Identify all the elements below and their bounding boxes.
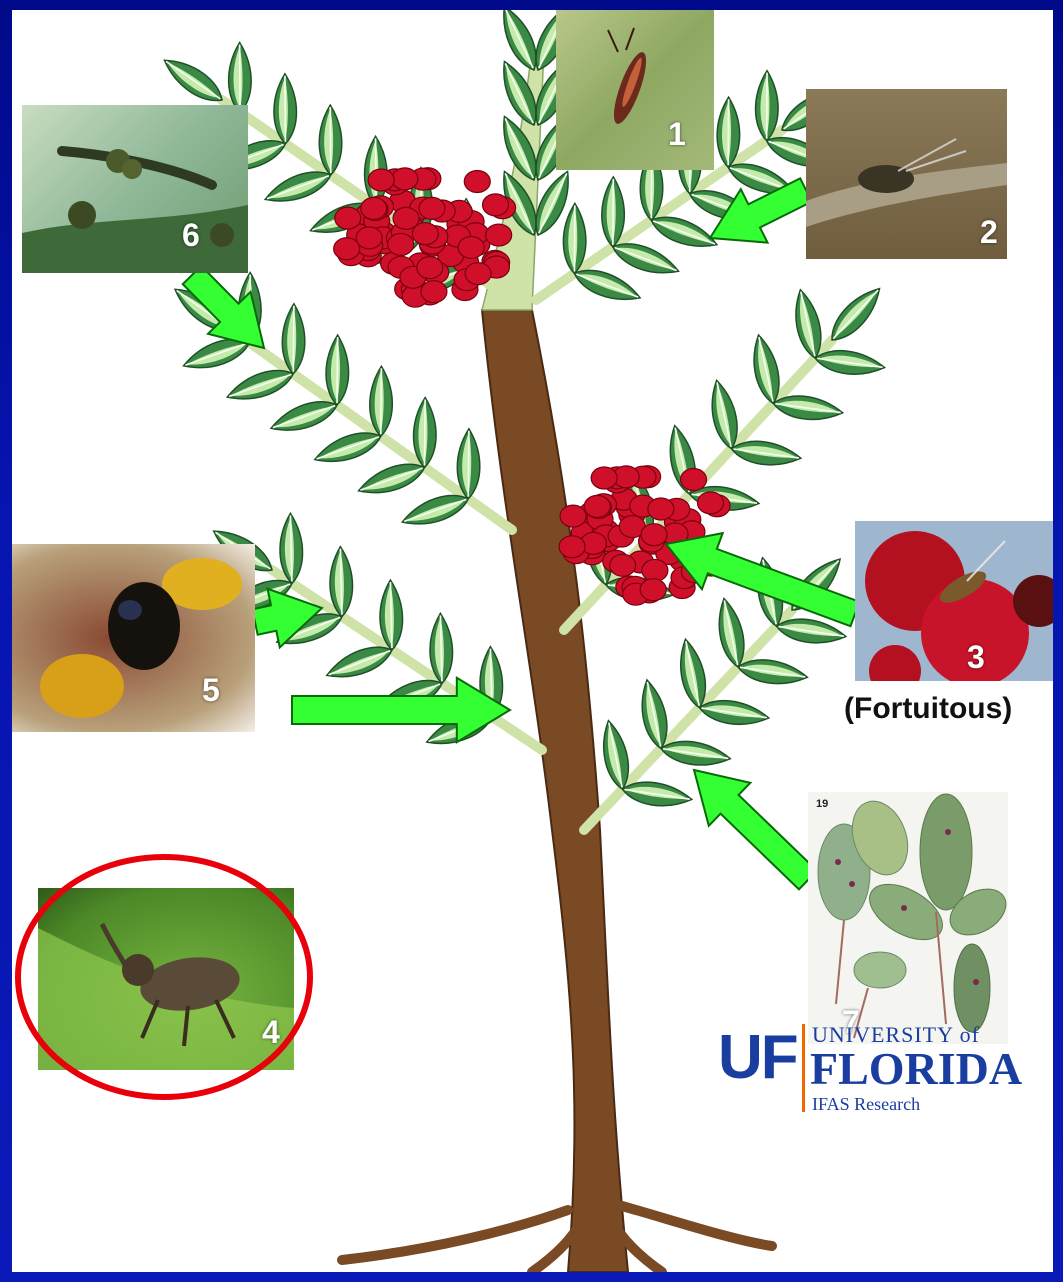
arrow-shape: [673, 748, 829, 901]
berry: [698, 492, 724, 514]
roots: [342, 1206, 772, 1272]
berry: [393, 207, 419, 229]
berry: [465, 263, 491, 285]
berry: [464, 171, 490, 193]
leaf: [413, 397, 436, 467]
photo-label: 3: [967, 639, 985, 676]
photo-label: 2: [980, 214, 998, 251]
photo-7-tag: 19: [816, 798, 828, 810]
berry: [388, 233, 414, 255]
berry: [334, 238, 360, 260]
berry: [610, 554, 636, 576]
photo-label: 5: [202, 672, 220, 709]
berry: [392, 168, 418, 190]
leaf: [824, 281, 888, 348]
insect-2-icon: [806, 89, 1007, 259]
photo-1-insect: 1: [556, 10, 714, 170]
highlight-circle: [12, 845, 342, 1115]
berry: [419, 197, 445, 219]
insect-1-icon: [556, 10, 714, 170]
arrow-7: [673, 748, 829, 901]
photo-label: 6: [182, 217, 200, 254]
berry: [458, 236, 484, 258]
photo-5-beetle: 5: [12, 544, 255, 732]
root-left: [342, 1210, 568, 1260]
leaf: [369, 366, 392, 436]
uf-ifas-logo: UF UNIVERSITY of FLORIDA IFAS Research: [718, 1016, 1038, 1126]
photo-2-wasp: 2: [806, 89, 1007, 259]
root-right: [622, 1206, 772, 1246]
berry: [421, 281, 447, 303]
larvae-icon: [22, 105, 248, 273]
uf-mark: UF: [718, 1022, 797, 1093]
berry: [642, 559, 668, 581]
berry: [641, 524, 667, 546]
berry: [640, 579, 666, 601]
diagram-canvas: 1 2 3 (Fortuitous) 4: [12, 10, 1053, 1272]
logo-line3: IFAS Research: [812, 1094, 920, 1115]
berry: [559, 536, 585, 558]
fortuitous-caption: (Fortuitous): [844, 692, 1012, 726]
photo-7-leaf-disease: 19 7: [808, 792, 1008, 1044]
logo-line2: FLORIDA: [810, 1042, 1022, 1095]
insect-3-icon: [855, 521, 1053, 681]
photo-label: 1: [668, 116, 686, 153]
logo-divider: [802, 1024, 805, 1112]
berry: [584, 495, 610, 517]
berry: [368, 169, 394, 191]
berry: [417, 257, 443, 279]
berry: [356, 227, 382, 249]
berry: [591, 467, 617, 489]
berry: [482, 194, 508, 216]
leaves-specimen-icon: [808, 792, 1008, 1044]
photo-3-berry-insect: 3: [855, 521, 1053, 681]
berry: [335, 207, 361, 229]
trunk-shape: [482, 310, 628, 1272]
berry: [486, 224, 512, 246]
berry: [560, 505, 586, 527]
leaf: [457, 429, 480, 499]
berry: [361, 197, 387, 219]
leaf: [282, 304, 305, 374]
leaf: [158, 51, 228, 109]
photo-6-larvae: 6: [22, 105, 248, 273]
berry: [681, 469, 707, 491]
berry: [648, 498, 674, 520]
leaf: [326, 335, 349, 405]
